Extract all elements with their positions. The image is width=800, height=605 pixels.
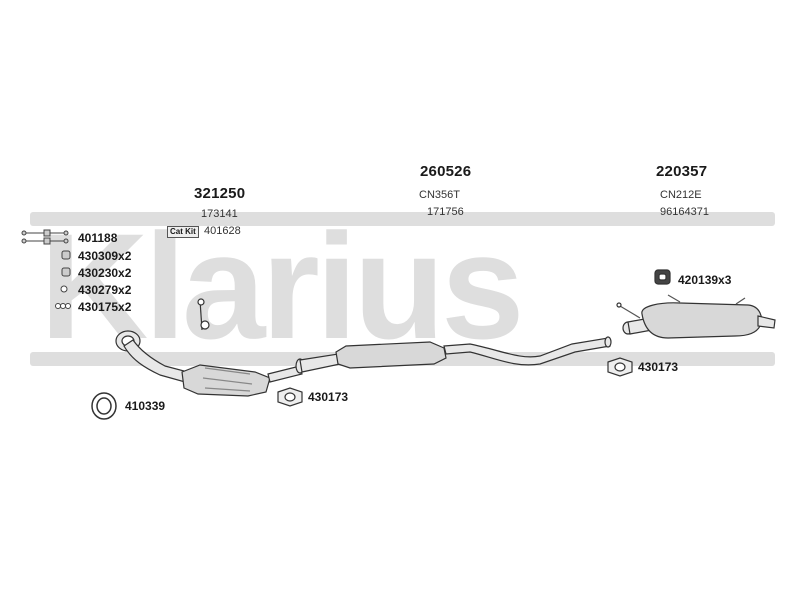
cat-kit-number: 401628 — [204, 225, 241, 237]
gasket-front-icon — [91, 392, 117, 420]
rear-tailpipe — [757, 315, 776, 329]
bolt-tip-1 — [63, 230, 69, 236]
lambda-sensor-loop — [200, 320, 210, 330]
converter-outlet-pipe — [267, 365, 303, 383]
bolt-head-2 — [21, 238, 27, 244]
bolt-nut-2 — [43, 237, 51, 245]
middle-silencer-body — [335, 341, 447, 369]
clamp-middle-hole — [284, 392, 296, 402]
clamp-rear-label: 430173 — [638, 360, 679, 374]
gasket-front-label: 410339 — [125, 399, 166, 413]
rubber-mount-icon — [654, 269, 671, 285]
middle-outlet-end — [604, 336, 612, 348]
nut-icon — [61, 267, 71, 277]
rear-silencer-section — [616, 294, 776, 339]
washer-icon — [60, 285, 68, 293]
middle-silencer-section — [295, 336, 612, 374]
catalytic-part-number: 321250 — [194, 185, 246, 202]
rear-silencer-body — [641, 302, 763, 339]
gasket-ring-inner — [96, 397, 112, 415]
parts-list-item: 430175x2 — [78, 300, 132, 314]
converter-ribs — [202, 367, 253, 392]
cat-kit-badge: Cat Kit — [167, 226, 199, 238]
rear-part-number: 220357 — [656, 163, 708, 180]
bolt-nut-1 — [43, 229, 51, 237]
spring-ring-2 — [60, 303, 66, 309]
rubber-mount-label: 420139x3 — [678, 273, 732, 287]
catalytic-ref: 173141 — [201, 208, 238, 220]
parts-list-item: 430279x2 — [78, 283, 132, 297]
rear-code: CN212E — [660, 189, 702, 201]
rear-hangers — [619, 294, 746, 319]
rear-ref: 96164371 — [660, 206, 709, 218]
bolt-icon — [21, 229, 69, 245]
parts-list-item: 430309x2 — [78, 249, 132, 263]
rear-hanger-end — [616, 302, 622, 308]
clamp-rear-hole — [614, 362, 626, 372]
bolt-head-1 — [21, 230, 27, 236]
spring-ring-3 — [65, 303, 71, 309]
parts-list-item: 401188 — [78, 231, 118, 245]
lambda-sensor-head — [197, 298, 205, 306]
parts-icons — [21, 229, 71, 309]
spring-icon — [55, 303, 71, 309]
watermark-stripe-top — [30, 212, 775, 226]
catalytic-converter-section — [115, 298, 303, 397]
rubber-mount-hole — [658, 273, 667, 281]
middle-ref: 171756 — [427, 206, 464, 218]
gasket-ring-outer — [91, 392, 117, 420]
clamp-middle-icon — [277, 387, 303, 407]
clamp-middle-label: 430173 — [308, 390, 349, 404]
middle-code: CN356T — [419, 189, 460, 201]
nut-icon — [61, 250, 71, 260]
spring-ring-1 — [55, 303, 61, 309]
clamp-rear-icon — [607, 357, 633, 377]
parts-list-item: 430230x2 — [78, 266, 132, 280]
bolt-tip-2 — [63, 238, 69, 244]
middle-part-number: 260526 — [420, 163, 472, 180]
